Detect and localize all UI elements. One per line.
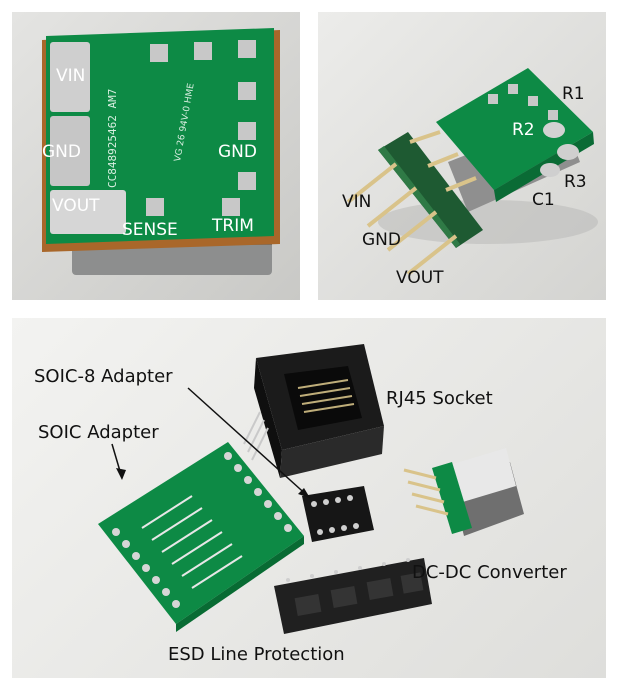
label-vout: VOUT <box>52 196 100 216</box>
label-r3: R3 <box>564 172 587 192</box>
soic8-adapter-illustration <box>302 486 374 542</box>
label-vin: VIN <box>342 192 372 212</box>
label-r2: R2 <box>512 120 535 140</box>
module-side-view-illustration <box>346 68 598 276</box>
label-vout: VOUT <box>396 268 444 288</box>
arrow-soic8-adapter <box>187 387 311 499</box>
esd-line-protection-illustration <box>274 558 432 634</box>
module-top-view-illustration: CC848925462 AM7 VG 26 94V-0 HME <box>42 28 280 275</box>
label-gnd: GND <box>362 230 401 250</box>
label-gnd-right: GND <box>218 142 257 162</box>
dcdc-converter-illustration <box>403 448 524 536</box>
label-soic-adapter: SOIC Adapter <box>38 422 159 443</box>
label-rj45-socket: RJ45 Socket <box>386 388 493 409</box>
label-r1: R1 <box>562 84 585 104</box>
label-soic8-adapter: SOIC-8 Adapter <box>34 366 173 387</box>
label-gnd-left: GND <box>42 142 81 162</box>
photo-module-top-view: CC848925462 AM7 VG 26 94V-0 HME VIN GND … <box>12 12 300 300</box>
photo-module-side-view: R1 R2 R3 C1 VIN GND VOUT <box>318 12 606 300</box>
soic-adapter-illustration <box>98 442 304 632</box>
label-dcdc-converter: DC-DC Converter <box>412 562 567 583</box>
label-trim: TRIM <box>212 216 254 236</box>
components-illustration <box>98 344 524 634</box>
photo-components-overview: SOIC-8 Adapter RJ45 Socket SOIC Adapter … <box>12 318 606 678</box>
rj45-socket-illustration <box>243 344 384 478</box>
label-c1: C1 <box>532 190 555 210</box>
label-esd-line-protection: ESD Line Protection <box>168 644 345 665</box>
label-vin: VIN <box>56 66 86 86</box>
board-marking: CC848925462 AM7 <box>106 89 119 188</box>
label-sense: SENSE <box>122 220 178 240</box>
